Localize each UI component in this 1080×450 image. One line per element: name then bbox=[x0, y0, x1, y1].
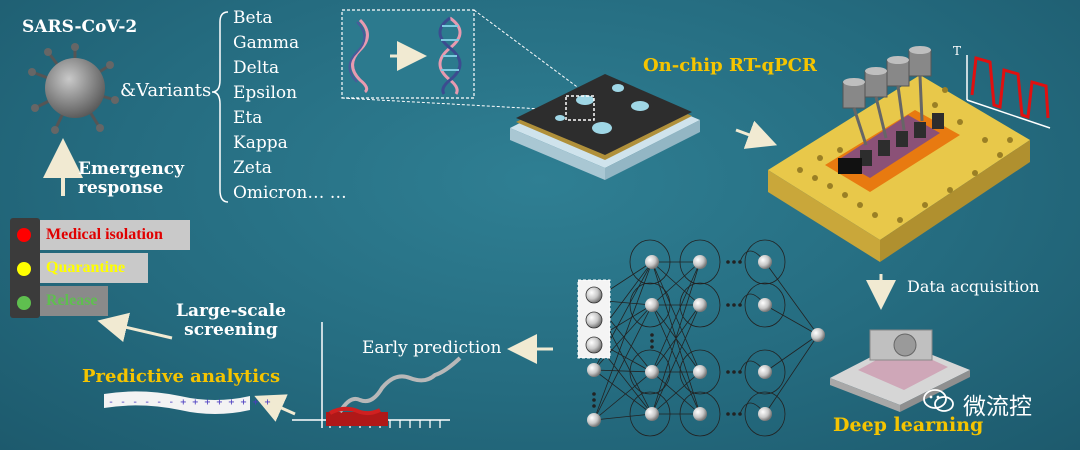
temperature-axis-label: T bbox=[953, 44, 962, 58]
variants-bracket bbox=[211, 11, 229, 203]
status-quarantine: Quarantine bbox=[40, 253, 148, 283]
microfluidic-chip bbox=[510, 74, 700, 180]
status-medical-isolation: Medical isolation bbox=[40, 220, 190, 250]
prediction-plot bbox=[292, 322, 462, 428]
status-release: Release bbox=[40, 286, 108, 316]
variant-item: Kappa bbox=[233, 133, 288, 153]
variant-item: Gamma bbox=[233, 33, 300, 53]
variant-item: Eta bbox=[233, 108, 263, 128]
red-light-icon bbox=[17, 228, 31, 242]
early-prediction-label: Early prediction bbox=[362, 338, 502, 358]
pcr-device bbox=[768, 46, 1030, 262]
green-light-icon bbox=[17, 296, 31, 310]
watermark-text: 微流控 bbox=[963, 394, 1032, 420]
emergency-line2: response bbox=[78, 178, 164, 198]
deep-learning-label: Deep learning bbox=[833, 414, 984, 436]
variant-item: Beta bbox=[233, 8, 273, 28]
screening-line1: Large-scale bbox=[176, 301, 286, 321]
variants-label: &Variants bbox=[120, 80, 212, 101]
neural-network bbox=[577, 239, 825, 437]
computer-icon bbox=[830, 329, 970, 412]
traffic-light bbox=[10, 218, 40, 318]
screening-line2: screening bbox=[184, 320, 278, 340]
virus-title: SARS-CoV-2 bbox=[22, 17, 138, 37]
large-scale-screening-label: Large-scale screening bbox=[176, 302, 286, 340]
virus-icon bbox=[28, 43, 119, 134]
yellow-light-icon bbox=[17, 262, 31, 276]
temperature-plot bbox=[966, 55, 1051, 129]
variant-item: Epsilon bbox=[233, 83, 298, 103]
onchip-rt-qpcr-label: On-chip RT-qPCR bbox=[643, 55, 817, 76]
variant-item: Omicron… … bbox=[233, 183, 347, 203]
dna-inset bbox=[341, 9, 593, 111]
predictive-analytics-label: Predictive analytics bbox=[82, 366, 281, 387]
variant-item: Zeta bbox=[233, 158, 272, 178]
emergency-response-label: Emergency response bbox=[78, 160, 184, 198]
wechat-icon bbox=[922, 388, 956, 414]
svg-text:- - - - - - + + + + + + + +: - - - - - - + + + + + + + + bbox=[108, 397, 271, 408]
variant-item: Delta bbox=[233, 58, 280, 78]
emergency-line1: Emergency bbox=[78, 159, 185, 179]
sequence-ribbon: - - - - - - + + + + + + + + bbox=[104, 391, 271, 414]
data-acquisition-label: Data acquisition bbox=[907, 277, 1040, 296]
